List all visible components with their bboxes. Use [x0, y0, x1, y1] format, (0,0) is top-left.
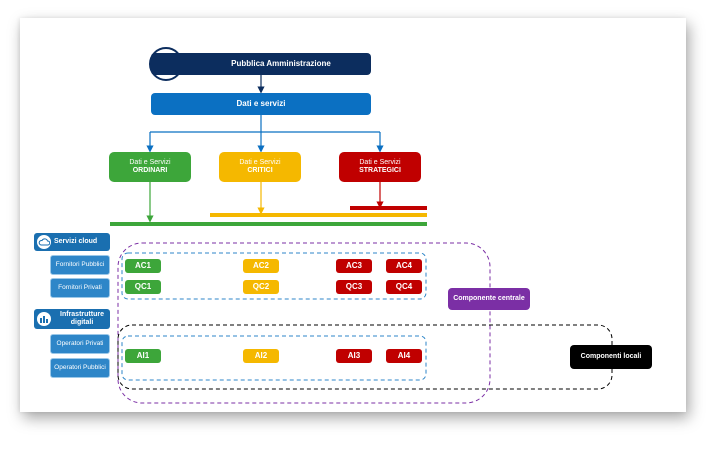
- server-icon: [37, 312, 51, 326]
- pill-qc2: QC2: [243, 280, 279, 294]
- service-ordinari-line1: Dati e Servizi: [129, 158, 171, 166]
- cloud-icon: [37, 235, 51, 249]
- fornitori-privati-box: Fornitori Privati: [50, 278, 110, 298]
- service-critici-box: Dati e Servizi CRITICI: [219, 152, 301, 182]
- service-strategici-line1: Dati e Servizi: [359, 158, 401, 166]
- pubblica-amministrazione-box: Pubblica Amministrazione: [151, 53, 371, 75]
- fornitori-pubblici-box: Fornitori Pubblici: [50, 255, 110, 275]
- cloud-inner-region: [121, 252, 427, 300]
- pill-qc4: QC4: [386, 280, 422, 294]
- pill-ac4: AC4: [386, 259, 422, 273]
- operatori-privati-box: Operatori Privati: [50, 334, 110, 354]
- critici-bar: [210, 213, 427, 217]
- pill-qc3: QC3: [336, 280, 372, 294]
- componente-centrale-label: Componente centrale: [448, 288, 530, 310]
- pill-ac1: AC1: [125, 259, 161, 273]
- servizi-cloud-label: Servizi cloud: [54, 237, 98, 245]
- operatori-pubblici-box: Operatori Pubblici: [50, 358, 110, 378]
- pill-ai3: AI3: [336, 349, 372, 363]
- infrastrutture-digitali-label: Infrastrutture digitali: [60, 310, 104, 326]
- pill-qc1: QC1: [125, 280, 161, 294]
- pill-ac2: AC2: [243, 259, 279, 273]
- infra-inner-region: [121, 335, 427, 381]
- service-critici-line2: CRITICI: [247, 167, 273, 174]
- pill-ai4: AI4: [386, 349, 422, 363]
- componenti-locali-label: Componenti locali: [570, 345, 652, 369]
- infrastrutture-digitali-header: Infrastrutture digitali: [34, 309, 110, 329]
- service-ordinari-box: Dati e Servizi ORDINARI: [109, 152, 191, 182]
- dati-servizi-box: Dati e servizi: [151, 93, 371, 115]
- servizi-cloud-header: Servizi cloud: [34, 233, 110, 251]
- pill-ai2: AI2: [243, 349, 279, 363]
- service-ordinari-line2: ORDINARI: [132, 167, 168, 174]
- componente-centrale-region: [117, 242, 491, 404]
- service-strategici-line2: STRATEGICI: [359, 167, 401, 174]
- pill-ac3: AC3: [336, 259, 372, 273]
- strategici-bar: [350, 206, 427, 210]
- service-strategici-box: Dati e Servizi STRATEGICI: [339, 152, 421, 182]
- pill-ai1: AI1: [125, 349, 161, 363]
- ordinari-bar: [110, 222, 427, 226]
- service-critici-line1: Dati e Servizi: [239, 158, 281, 166]
